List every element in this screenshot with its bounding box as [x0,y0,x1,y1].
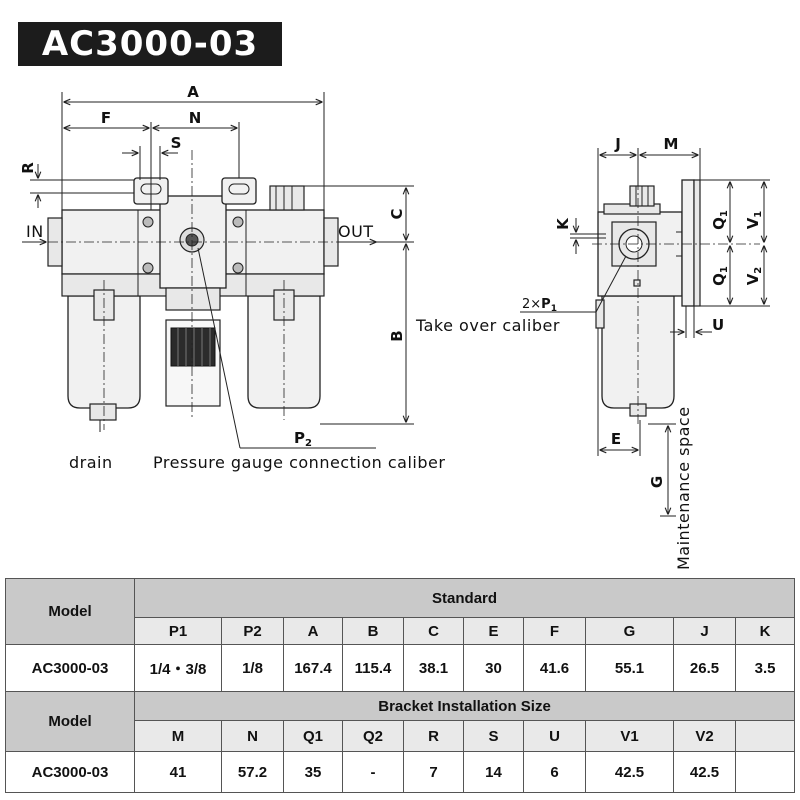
column-header: Q1 [283,720,343,752]
table-cell: 55.1 [585,644,674,692]
dim-n-label: N [189,109,202,127]
table-cell: 38.1 [403,644,464,692]
in-label: IN [26,222,44,241]
table-row: AC3000-03 41 57.2 35 - 7 14 6 42.5 42.5 [5,751,796,793]
column-header: A [283,617,343,645]
model-header: Model [5,578,135,645]
dim-r-label: R [19,162,37,174]
side-bracket [681,179,695,307]
front-view: A F N S R C B P2 IN [19,83,445,472]
table-cell: 3.5 [734,644,796,692]
dim-q1-lower-label: Q1 [710,266,730,286]
column-header [734,720,796,752]
take-over-label: Take over caliber [415,316,560,335]
dim-v2-label: V2 [744,267,764,286]
page-title: AC3000-03 [41,24,259,64]
model-cell: AC3000-03 [5,644,135,692]
dim-u-label: U [712,316,724,334]
pressure-gauge-label: Pressure gauge connection caliber [153,453,445,472]
table-cell: 35 [283,751,343,793]
dim-f-label: F [101,109,111,127]
dim-v1-label: V1 [744,211,764,230]
dim-q1-upper-label: Q1 [710,210,730,230]
bracket-header: Bracket Installation Size [133,691,796,721]
bracket-right [221,177,257,205]
column-header: G [585,617,674,645]
spec-table: Model Standard P1 P2 A B C E F G J K AC3… [5,578,796,793]
table-cell: 41.6 [523,644,586,692]
column-header: U [523,720,586,752]
column-header: S [463,720,524,752]
table-cell: 42.5 [673,751,736,793]
table-cell: 42.5 [585,751,674,793]
dim-b-label: B [388,330,406,341]
model-header: Model [5,691,135,752]
table-cell: 14 [463,751,524,793]
table-cell: 1/4・3/8 [134,644,222,692]
out-label: OUT [338,222,374,241]
dim-a-label: A [187,83,199,101]
table-cell: 7 [403,751,464,793]
standard-column-row: P1 P2 A B C E F G J K [6,617,796,645]
dim-s-label: S [171,134,182,152]
dim-p1-label: 2×P1 [522,297,557,314]
column-header: V1 [585,720,674,752]
maintenance-space-label: Maintenance space [674,406,693,570]
technical-drawing: A F N S R C B P2 IN [19,83,770,570]
table-cell: - [342,751,404,793]
column-header: B [342,617,404,645]
column-header: E [463,617,524,645]
table-cell: 26.5 [673,644,736,692]
dim-k-label: K [554,217,572,230]
column-header: R [403,720,464,752]
table-cell: 30 [463,644,524,692]
title-banner: AC3000-03 [18,22,282,66]
side-view: J M K Q1 V1 Q1 V2 U 2×P1 Take over calib… [415,135,770,570]
table-cell: 1/8 [221,644,284,692]
table-cell: 115.4 [342,644,404,692]
column-header: C [403,617,464,645]
column-header: P1 [134,617,222,645]
dim-e-label: E [611,430,621,448]
bracket-column-row: M N Q1 Q2 R S U V1 V2 [6,720,796,752]
table-cell: 57.2 [221,751,284,793]
dim-j-label: J [614,135,621,153]
column-header: V2 [673,720,736,752]
dim-m-label: M [664,135,679,153]
dim-p2-label: P2 [294,429,312,449]
drain-label: drain [69,453,113,472]
column-header: Q2 [342,720,404,752]
table-cell: 167.4 [283,644,343,692]
column-header: K [734,617,796,645]
model-cell: AC3000-03 [5,751,135,793]
column-header: P2 [221,617,284,645]
standard-header: Standard [133,578,796,618]
column-header: M [134,720,222,752]
dim-g-label: G [648,476,666,488]
column-header: J [673,617,736,645]
table-cell: 6 [523,751,586,793]
column-header: F [523,617,586,645]
dim-c-label: C [388,208,406,219]
table-cell: 41 [134,751,222,793]
column-header: N [221,720,284,752]
table-cell [734,751,796,793]
table-row: AC3000-03 1/4・3/8 1/8 167.4 115.4 38.1 3… [5,644,796,692]
